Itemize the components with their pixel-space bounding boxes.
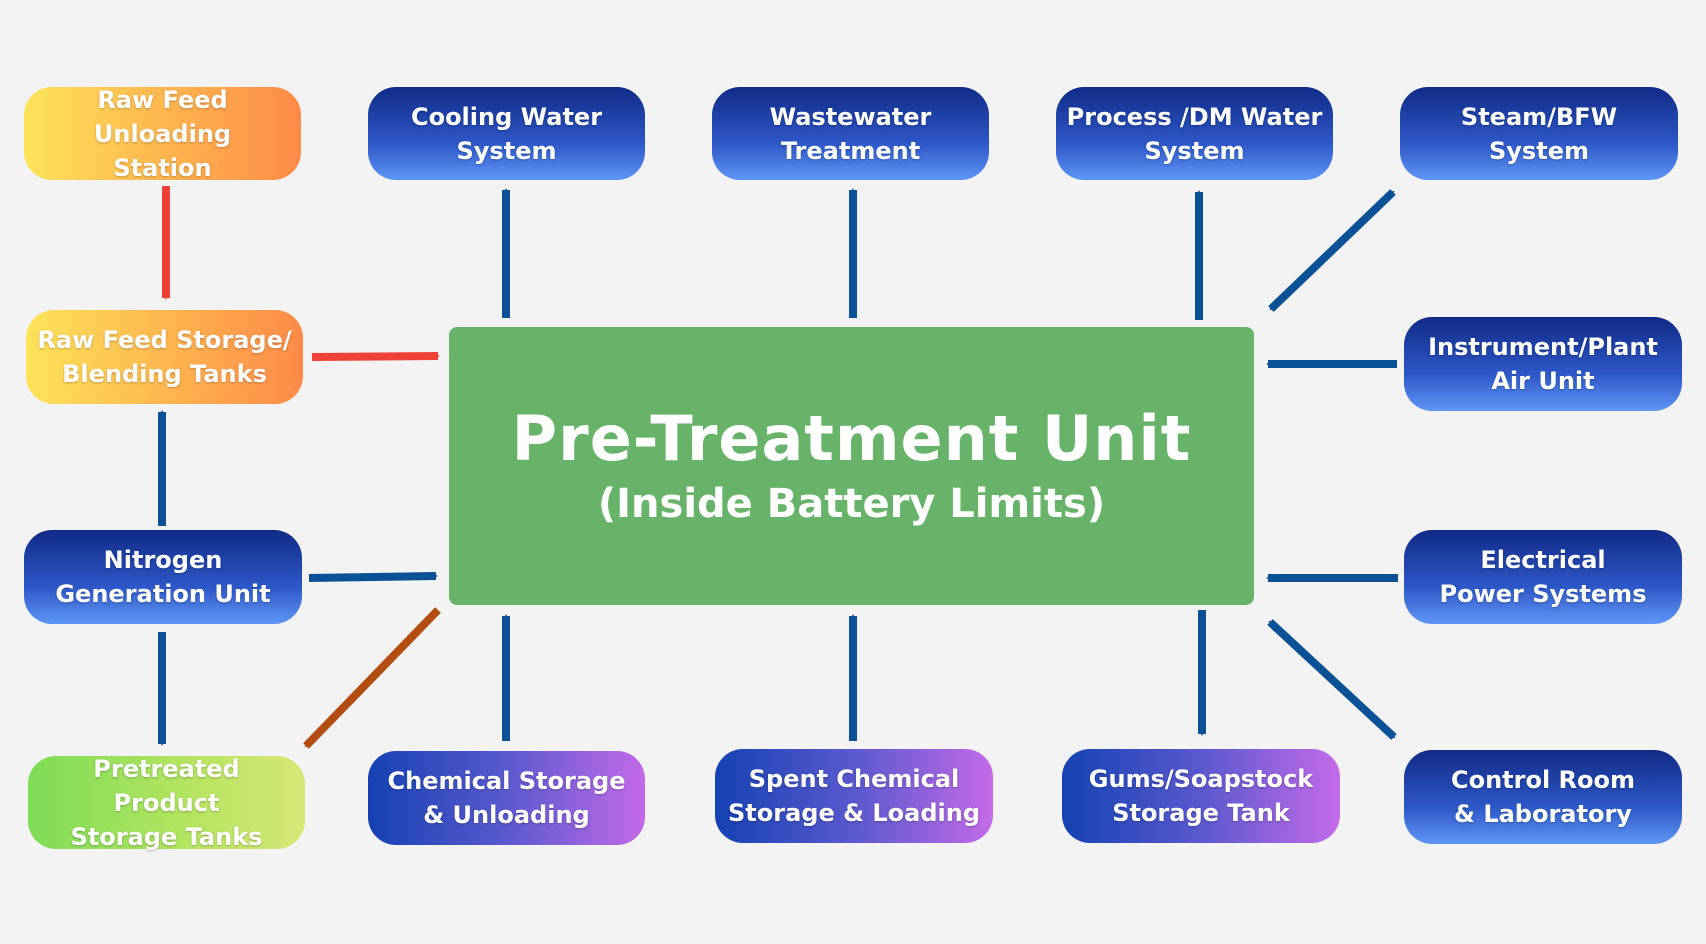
arrow-nitrogen-to-center (308, 572, 438, 582)
arrow-center-to-product (303, 607, 441, 749)
node-raw-feed-unloading: Raw Feed Unloading Station (24, 86, 301, 182)
node-raw-feed-storage: Raw Feed Storage/ Blending Tanks (26, 310, 303, 404)
node-gums-soapstock: Gums/Soapstock Storage Tank (1062, 749, 1340, 843)
node-spent-chemical: Spent Chemical Storage & Loading (715, 749, 993, 843)
node-instrument-air: Instrument/Plant Air Unit (1404, 317, 1682, 411)
node-electrical-power: Electrical Power Systems (1404, 530, 1682, 624)
node-process-dm-water: Process /DM Water System (1056, 87, 1333, 180)
arrow-steam-bidirectional (1268, 189, 1396, 312)
node-pretreated-product: Pretreated Product Storage Tanks (28, 755, 305, 851)
node-chemical-storage: Chemical Storage & Unloading (368, 751, 645, 845)
node-control-room: Control Room & Laboratory (1404, 750, 1682, 844)
node-wastewater: Wastewater Treatment (712, 87, 989, 180)
center-title: Pre-Treatment Unit (511, 402, 1192, 475)
arrow-control-bidirectional (1267, 619, 1397, 740)
node-nitrogen-generation: Nitrogen Generation Unit (24, 530, 302, 624)
node-cooling-water: Cooling Water System (368, 87, 645, 180)
pre-treatment-unit-box: Pre-Treatment Unit (Inside Battery Limit… (449, 327, 1254, 605)
node-steam-bfw: Steam/BFW System (1400, 87, 1678, 180)
arrow-storage-to-center (311, 352, 440, 361)
center-subtitle: (Inside Battery Limits) (597, 481, 1106, 527)
